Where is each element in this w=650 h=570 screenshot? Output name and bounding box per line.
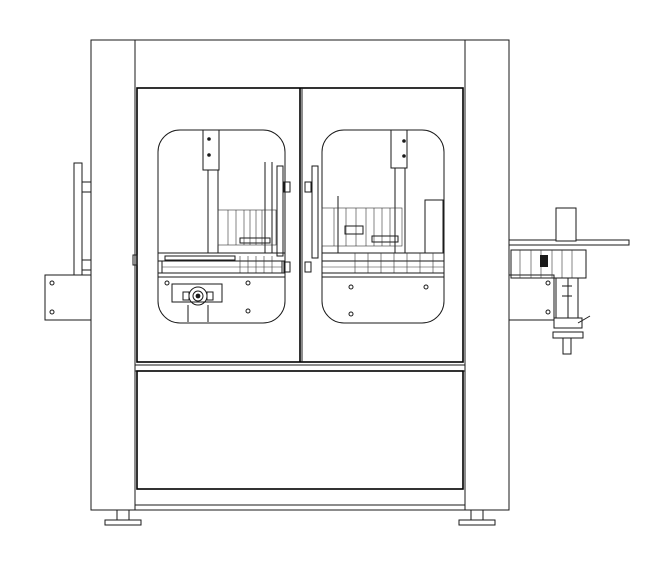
left-conveyor [157,252,286,278]
right-window [304,129,445,324]
left-window [157,129,291,324]
left-side-guard [44,162,92,321]
lower-panel [134,364,466,490]
feet [104,509,496,526]
left-adjust-knob [171,283,223,322]
right-side-unit [508,207,630,355]
left-label-head [217,209,277,246]
right-conveyor [321,252,445,278]
upper-doors [132,87,464,363]
right-label-head [321,207,403,247]
